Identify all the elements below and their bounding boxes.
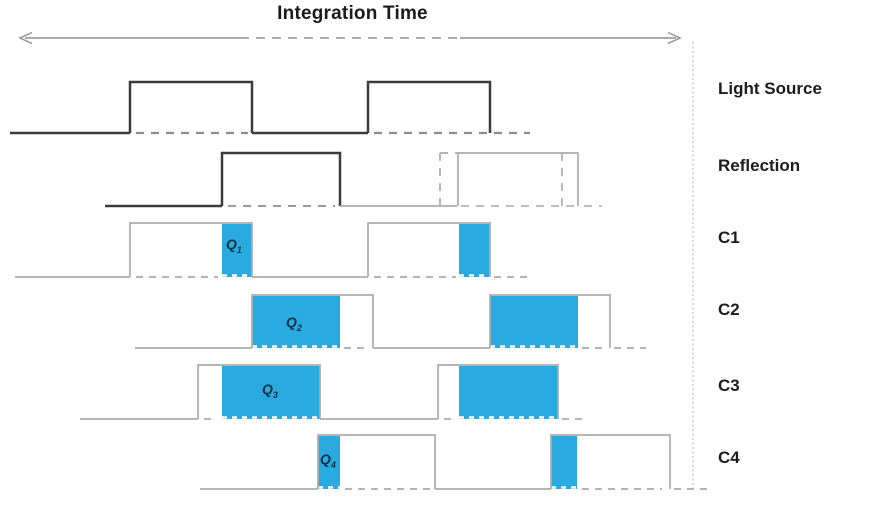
- row-label-c4: C4: [718, 448, 740, 467]
- charge-region: [222, 366, 320, 419]
- charge-label-q3: Q3: [262, 381, 278, 400]
- waveform-c3: [80, 364, 586, 420]
- row-label-reflection: Reflection: [718, 156, 801, 175]
- charge-region: [252, 296, 340, 348]
- diagram-title: Integration Time: [277, 3, 428, 24]
- charge-region: [490, 296, 578, 348]
- waveform-reflection: [105, 151, 602, 208]
- row-label-light-source: Light Source: [718, 79, 822, 98]
- charge-label-q1: Q1: [226, 236, 242, 255]
- charge-label-q2: Q2: [286, 314, 302, 333]
- charge-region: [551, 436, 577, 489]
- row-label-c1: C1: [718, 228, 740, 247]
- waveform-light-source: [10, 80, 530, 135]
- waveform-c1: [15, 222, 532, 278]
- charge-region: [222, 224, 252, 277]
- integration-time-arrow: [18, 31, 682, 45]
- waveform-c4: [200, 434, 712, 490]
- waveform-c2: [135, 294, 646, 349]
- charge-label-q4: Q4: [320, 451, 336, 470]
- charge-region: [459, 224, 490, 277]
- row-label-c3: C3: [718, 376, 740, 395]
- row-label-c2: C2: [718, 300, 740, 319]
- arrowhead-right-icon: [667, 31, 682, 45]
- arrowhead-left-icon: [18, 31, 33, 45]
- charge-region: [318, 436, 340, 489]
- charge-region: [459, 366, 558, 419]
